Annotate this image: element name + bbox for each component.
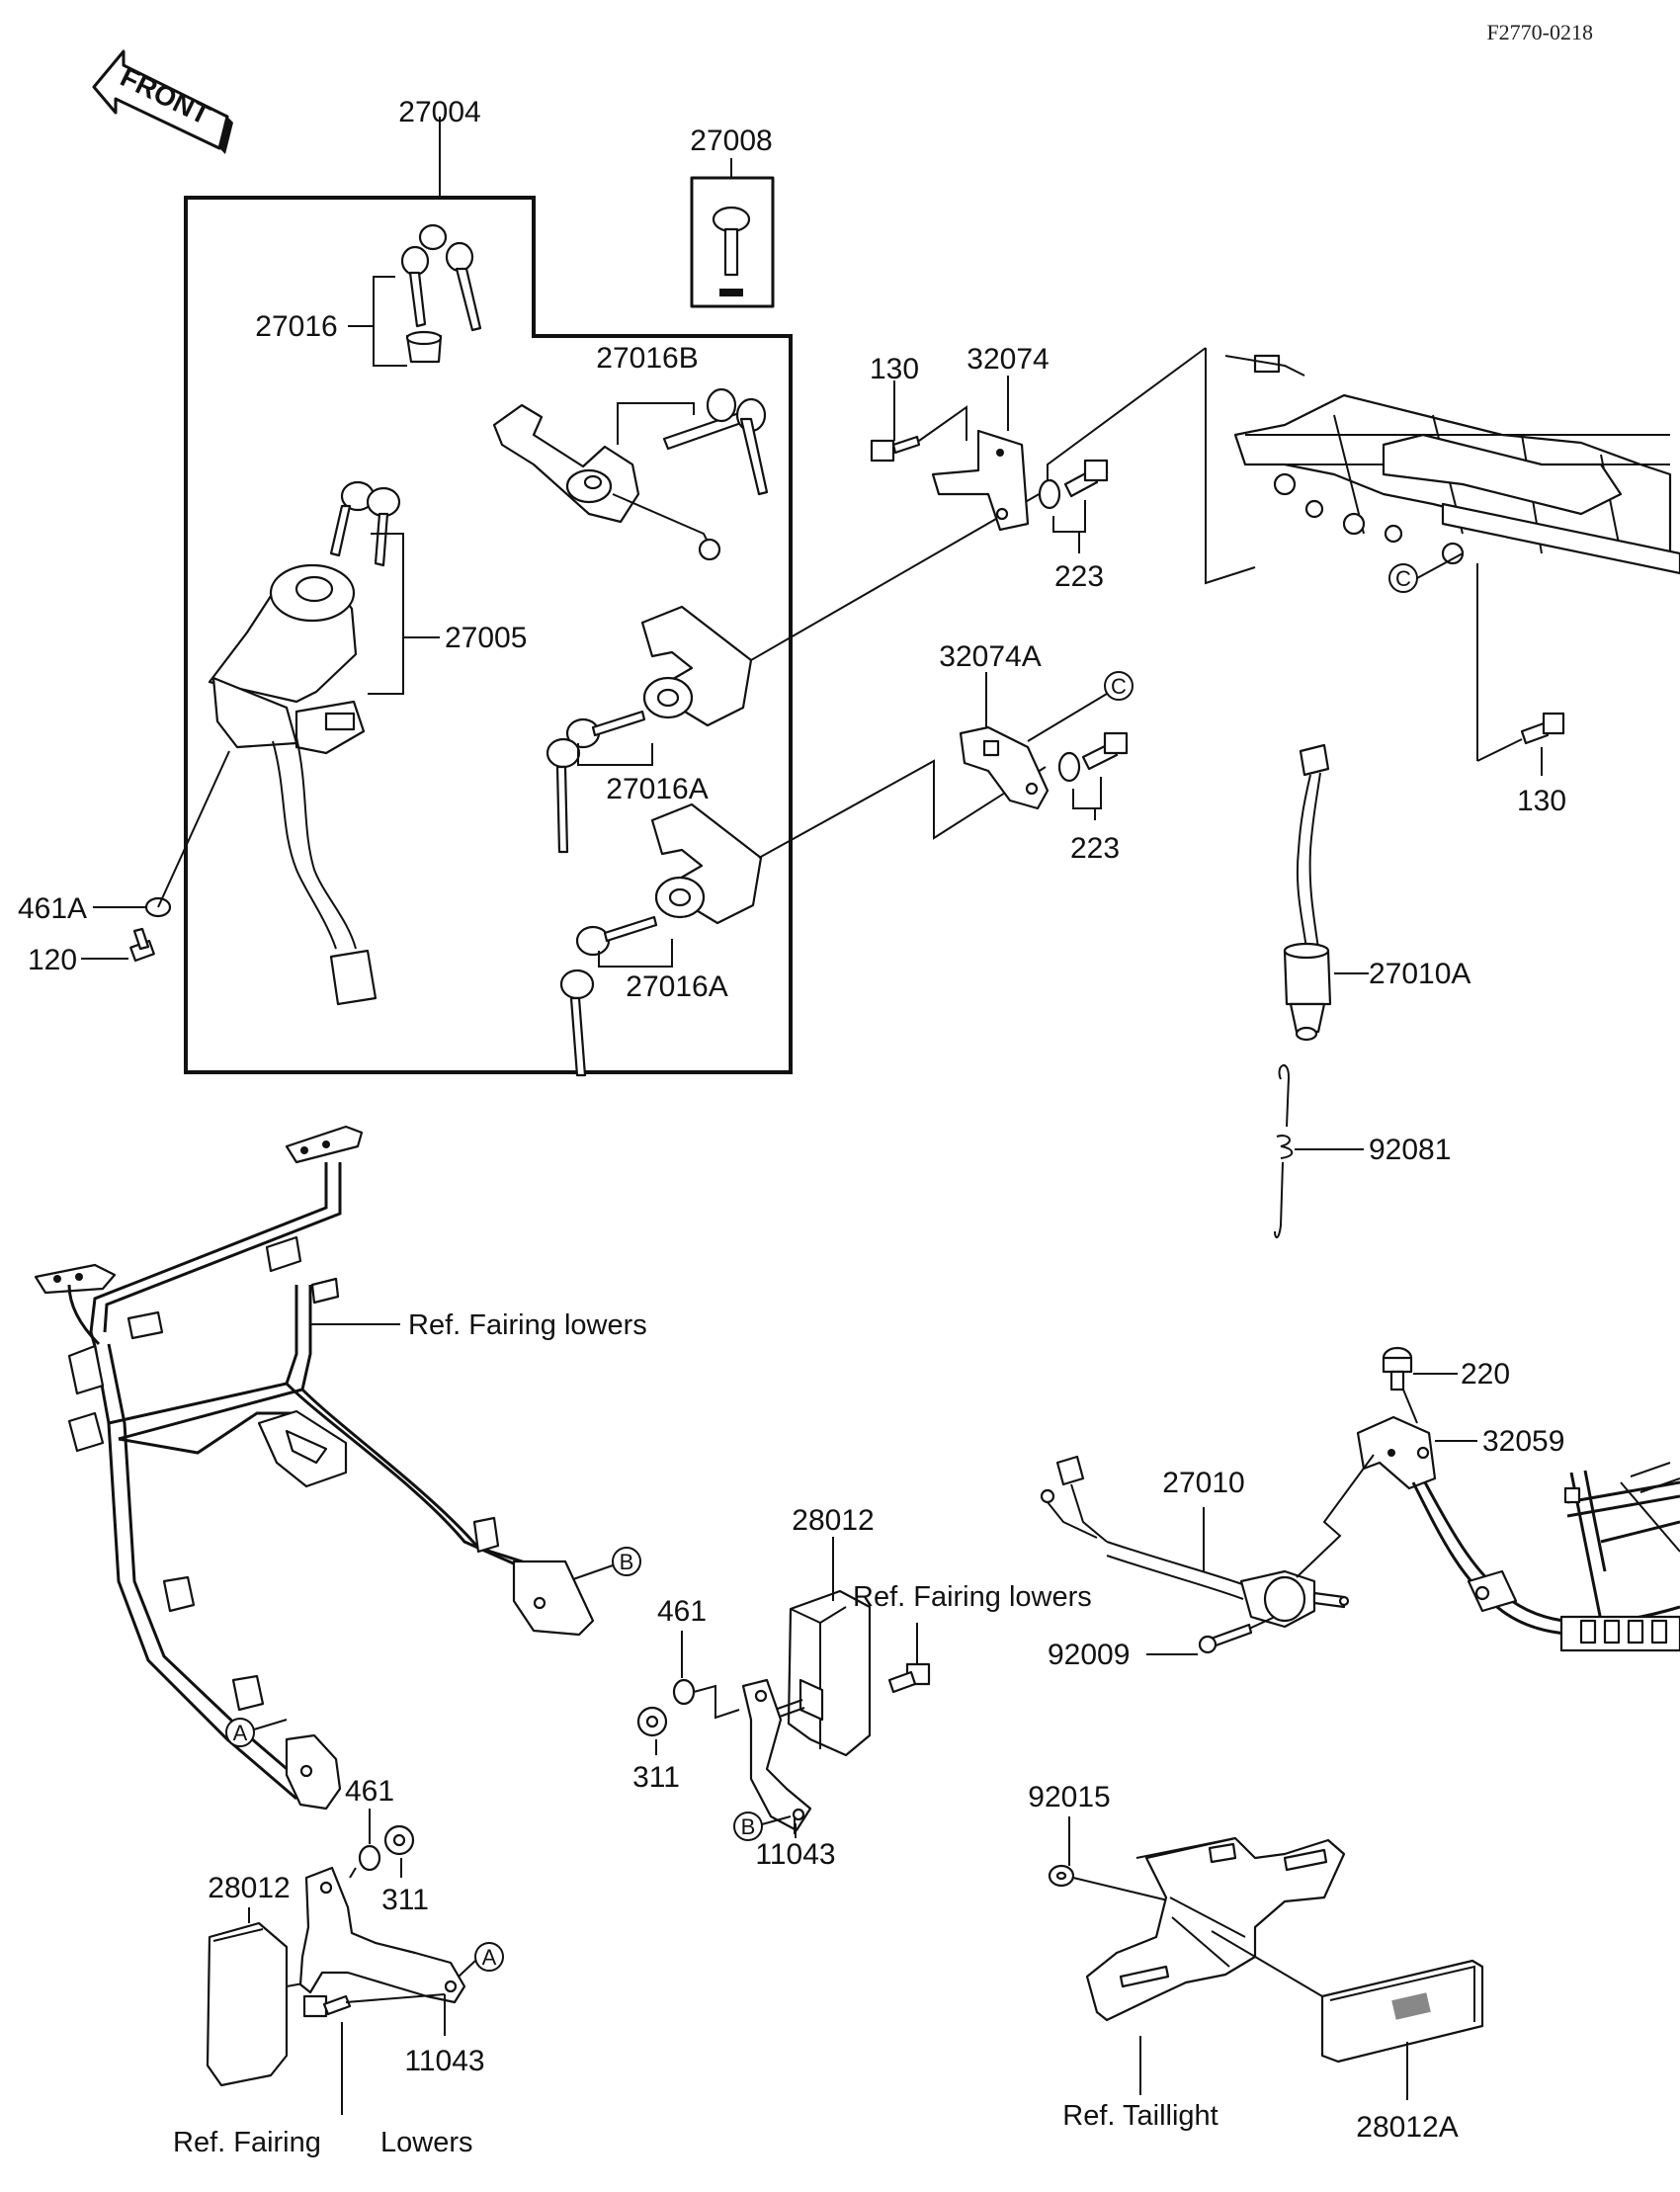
ignition-kit-outline [184, 196, 793, 1074]
callout-C-bracket [1104, 671, 1134, 701]
screw-120 [129, 927, 155, 963]
part-label-92081: 92081 [1369, 1134, 1451, 1166]
part-label-461-low: 461 [345, 1775, 394, 1808]
rear-frame-top [1205, 348, 1680, 585]
part-label-130-top: 130 [870, 353, 919, 385]
part-label-27008: 27008 [690, 125, 772, 157]
bracket-27016 [373, 276, 407, 367]
bolt-220 [1382, 1346, 1413, 1391]
callout-C-bracket-letter: C [1111, 674, 1127, 699]
washer-461-low [358, 1844, 381, 1872]
switch-27010 [1040, 1455, 1350, 1629]
part-label-11043-mid: 11043 [755, 1838, 835, 1871]
part-label-28012-low: 28012 [208, 1872, 290, 1904]
switch-27010A [1283, 743, 1332, 1042]
part-label-461-mid: 461 [657, 1595, 707, 1628]
part-label-11043-low: 11043 [404, 2045, 484, 2077]
bolt-223-mid [1057, 731, 1129, 783]
ref-taillight: Ref. Taillight [1062, 2100, 1218, 2132]
callout-A-frame-letter: A [233, 1721, 248, 1745]
screw-92009 [1198, 1623, 1253, 1654]
spring-92081 [1274, 1064, 1294, 1238]
part-label-27004: 27004 [398, 96, 480, 128]
part-label-32074: 32074 [966, 343, 1049, 376]
bolt-223-top [1038, 459, 1109, 510]
bracket-32074A [959, 725, 1050, 810]
callout-A-bracket [474, 1942, 504, 1972]
ref-fairing-label: Ref. Fairing [173, 2127, 321, 2158]
part-label-27016A-upper: 27016A [606, 773, 708, 805]
callout-B-bracket-letter: B [741, 1814, 756, 1839]
part-label-27010: 27010 [1162, 1467, 1244, 1499]
nut-92015 [1048, 1864, 1075, 1888]
key-icon [712, 206, 751, 296]
callout-B-frame-letter: B [620, 1550, 634, 1574]
bracket-27016B [617, 402, 695, 445]
reflector-28012-low [206, 1921, 309, 2087]
nut-311-low [383, 1824, 415, 1856]
part-label-223-top: 223 [1054, 560, 1104, 593]
callout-A-bracket-letter: A [482, 1945, 497, 1970]
part-label-27005: 27005 [445, 622, 527, 654]
part-label-28012-mid: 28012 [792, 1504, 874, 1537]
callout-A-frame [225, 1718, 255, 1747]
bracket-27005 [368, 533, 404, 695]
ref-fairing-lowers-mid: Ref. Fairing lowers [853, 1581, 1092, 1613]
nut-311-mid [636, 1706, 668, 1737]
callout-B-frame [612, 1547, 641, 1576]
ignition-switch-27005 [208, 480, 401, 1006]
bolt-mid [887, 1662, 931, 1694]
part-label-461A: 461A [18, 892, 87, 925]
callout-B-bracket [733, 1812, 763, 1841]
front-arrow-icon: FRONT [92, 49, 233, 154]
part-label-27016: 27016 [255, 310, 337, 343]
fairing-stay-frame [34, 1125, 595, 1811]
document-code: F2770-0218 [1486, 20, 1593, 44]
callout-C-frame-letter: C [1395, 566, 1411, 591]
bolt-130-top [870, 435, 921, 463]
part-label-92015: 92015 [1028, 1781, 1110, 1813]
part-label-92009: 92009 [1048, 1639, 1130, 1671]
bracket-32059 [1356, 1415, 1437, 1490]
bolt-lower-left [302, 1994, 352, 2018]
part-label-27010A: 27010A [1369, 958, 1470, 990]
reflector-28012-mid [774, 1589, 872, 1757]
lock-27016A-lower [559, 802, 763, 1077]
part-label-311-mid: 311 [632, 1761, 680, 1794]
part-label-27016A-lower: 27016A [626, 970, 727, 1003]
ref-lowers-label: Lowers [380, 2127, 473, 2158]
bracket-11043-mid [741, 1678, 812, 1832]
part-label-223-mid: 223 [1070, 832, 1120, 865]
part-label-32059: 32059 [1482, 1425, 1564, 1458]
bracket-11043-low [298, 1866, 466, 2004]
part-label-120: 120 [28, 944, 77, 976]
bolt-130-right [1520, 712, 1565, 745]
part-label-311-low: 311 [381, 1884, 429, 1916]
rear-frame-lower [1411, 1462, 1680, 1652]
washer-461-mid [672, 1678, 696, 1706]
part-label-220: 220 [1461, 1358, 1510, 1391]
bracket-27016A-upper [577, 743, 653, 766]
keys-27016 [400, 223, 482, 364]
seat-lock-27016B [492, 387, 769, 561]
lock-27016A-upper [546, 605, 753, 854]
bracket-27016A-lower [598, 939, 673, 968]
bracket-32074 [931, 429, 1030, 532]
part-label-32074A: 32074A [939, 640, 1041, 673]
part-label-28012A: 28012A [1356, 2111, 1458, 2144]
reflector-28012A [1320, 1959, 1484, 2064]
part-label-130-right: 130 [1517, 785, 1566, 817]
part-label-27016B: 27016B [596, 342, 698, 375]
taillight-bracket [1085, 1836, 1346, 2022]
ref-fairing-lowers-upper: Ref. Fairing lowers [408, 1309, 647, 1341]
